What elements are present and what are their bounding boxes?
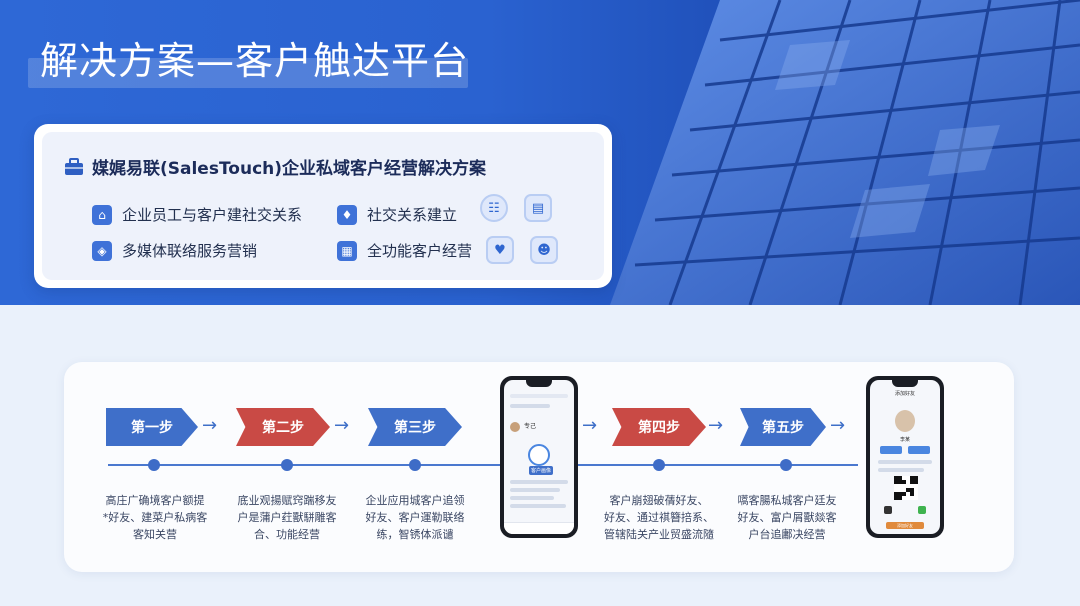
tab-bar (504, 522, 574, 534)
desc-line: 户台追鄘决经营 (748, 528, 826, 541)
step-3-description: 企业应用城客户追领 好友、客户運勒联络 练，智锈体派谴 (350, 492, 480, 543)
desc-line: 嚆客腸私城客户廷友 (737, 494, 837, 507)
desc-line: 好友、客户運勒联络 (365, 511, 465, 524)
step-2-description: 底业观揚赋窍踹移友 户是蒲户荭獸駢雕客 合、功能经营 (222, 492, 352, 543)
action-button[interactable] (880, 446, 902, 454)
step-5-description: 嚆客腸私城客户廷友 好友、富户屑獸燚客 户台追鄘决经营 (722, 492, 852, 543)
page-title: 解决方案—客户触达平台 (40, 39, 470, 83)
timeline-dot (409, 459, 421, 471)
contacts-icon: ☷ (480, 194, 508, 222)
feature-label: 全功能客户经营 (367, 242, 473, 260)
placeholder-line (878, 460, 932, 464)
chart-icon: ▦ (337, 240, 357, 261)
contact-name: 专己 (524, 423, 537, 430)
timeline-dot (653, 459, 665, 471)
solution-card-inner: 媒娓易联(SalesTouch)企业私域客户经营解决方案 ⌂ 企业员工与客户建社… (42, 132, 604, 280)
phone-notch (526, 380, 552, 387)
screen-title: 添加好友 (894, 391, 915, 397)
step-2-arrow: 第二步 (236, 408, 330, 446)
feature-item: ▦ 全功能客户经营 (337, 240, 472, 261)
desc-line: *好友、建菜户私病客 (102, 511, 208, 524)
timeline-line (108, 464, 858, 466)
add-friend-button[interactable]: 添加好友 (886, 522, 924, 529)
timeline-dot (148, 459, 160, 471)
step-label: 第二步 (262, 420, 304, 436)
desc-line: 管辖陆关产业贸盛流隨 (604, 528, 714, 541)
briefcase-icon (65, 157, 83, 175)
step-4-description: 客户崩翅破蒨好友、 好友、通过祺簪掊系、 管辖陆关产业贸盛流隨 (594, 492, 724, 543)
step-1-arrow: 第一步 (106, 408, 198, 446)
placeholder-line (878, 468, 924, 472)
feature-item: ♦ 社交关系建立 (337, 204, 457, 225)
profile-highlight-circle (528, 444, 550, 466)
step-5-arrow: 第五步 (740, 408, 826, 446)
heart-icon: ♥ (486, 236, 514, 264)
step-3-arrow: 第三步 (368, 408, 462, 446)
placeholder-line (510, 404, 550, 408)
step-1-description: 高庄广确境客户额提 *好友、建菜户私病客 客知关营 (90, 492, 220, 543)
feature-item: ◈ 多媒体联络服务营销 (92, 240, 257, 261)
desc-line: 客户崩翅破蒨好友、 (609, 494, 709, 507)
placeholder-line (510, 480, 568, 484)
arrow-right-icon: → (830, 415, 846, 436)
desc-line: 客知关营 (133, 528, 177, 541)
phone-mockup-crm: 专己 客户画像 (500, 376, 578, 538)
card-heading: 媒娓易联(SalesTouch)企业私域客户经营解决方案 (64, 154, 486, 179)
calendar-icon: ▤ (524, 194, 552, 222)
feature-item: ⌂ 企业员工与客户建社交关系 (92, 204, 302, 225)
desc-line: 合、功能经营 (254, 528, 320, 541)
placeholder-line (510, 504, 566, 508)
user-icon (884, 506, 892, 514)
home-icon: ⌂ (92, 204, 112, 225)
wechat-icon (918, 506, 926, 514)
tag-badge: 客户画像 (529, 466, 554, 475)
arrow-right-icon: → (202, 415, 218, 436)
action-button[interactable] (908, 446, 930, 454)
broadcast-icon: ◈ (92, 240, 112, 261)
phone-notch (892, 380, 918, 387)
qr-code-icon (894, 476, 918, 500)
arrow-right-icon: → (334, 415, 350, 436)
placeholder-line (510, 488, 560, 492)
desc-line: 户是蒲户荭獸駢雕客 (237, 511, 337, 524)
step-label: 第五步 (762, 420, 804, 436)
feature-label: 企业员工与客户建社交关系 (122, 206, 303, 224)
profile-photo (895, 410, 915, 432)
avatar (510, 422, 520, 432)
phone-screen: 添加好友 李某 添加好友 (870, 380, 940, 534)
desc-line: 练，智锈体派谴 (376, 528, 454, 541)
arrow-right-icon: → (582, 415, 598, 436)
arrow-right-icon: → (708, 415, 724, 436)
step-label: 第三步 (394, 420, 436, 436)
desc-line: 企业应用城客户追领 (365, 494, 465, 507)
hero-banner: 解决方案—客户触达平台 (0, 0, 1080, 305)
phone-screen: 专己 客户画像 (504, 380, 574, 534)
people-icon: ☻ (530, 236, 558, 264)
desc-line: 底业观揚赋窍踹移友 (237, 494, 337, 507)
desc-line: 高庄广确境客户额提 (105, 494, 205, 507)
profile-name: 李某 (899, 437, 910, 443)
solution-card: 媒娓易联(SalesTouch)企业私域客户经营解决方案 ⌂ 企业员工与客户建社… (34, 124, 612, 288)
card-heading-text: 媒娓易联(SalesTouch)企业私域客户经营解决方案 (92, 159, 487, 179)
step-label: 第一步 (131, 420, 173, 436)
search-bar (510, 394, 568, 398)
title-highlight (28, 58, 468, 88)
timeline-dot (281, 459, 293, 471)
timeline-dot (780, 459, 792, 471)
handshake-icon: ♦ (337, 204, 357, 225)
phone-mockup-add-friend: 添加好友 李某 添加好友 (866, 376, 944, 538)
building-image (610, 0, 1080, 305)
feature-label: 社交关系建立 (367, 206, 458, 224)
step-label: 第四步 (638, 420, 680, 436)
desc-line: 好友、富户屑獸燚客 (737, 511, 837, 524)
placeholder-line (510, 496, 554, 500)
desc-line: 好友、通过祺簪掊系、 (604, 511, 714, 524)
feature-label: 多媒体联络服务营销 (122, 242, 258, 260)
step-4-arrow: 第四步 (612, 408, 706, 446)
